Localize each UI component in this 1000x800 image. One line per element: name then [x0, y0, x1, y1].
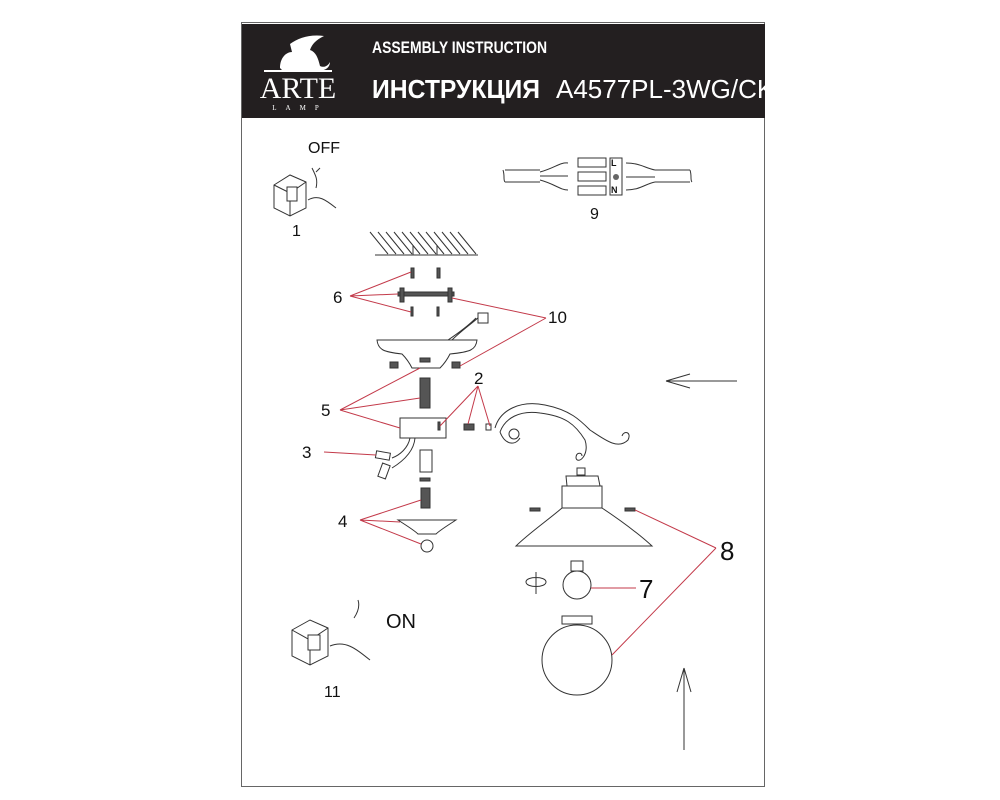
title-russian: ИНСТРУКЦИЯ — [372, 74, 541, 104]
bottom-cup-icon — [396, 519, 458, 553]
switch-off-icon — [273, 167, 337, 217]
on-label: ON — [386, 611, 416, 633]
logo-sub-text: LAMP — [272, 104, 328, 112]
terminal-block-icon: L N — [502, 157, 693, 196]
step-4-label: 4 — [338, 512, 347, 531]
step-6-label: 6 — [333, 288, 342, 307]
step-9-label: 9 — [590, 206, 599, 223]
model-number: A4577PL-3WG/CK — [556, 74, 775, 104]
winged-lion-icon — [264, 35, 332, 72]
step-2-label: 2 — [474, 369, 483, 388]
step-8-label: 8 — [720, 536, 734, 566]
mounting-bracket-icon — [397, 267, 455, 317]
lamp-shade-icon — [514, 475, 654, 547]
step-3-label: 3 — [302, 443, 311, 462]
step-1-label: 1 — [292, 223, 301, 240]
header-bar: ARTE LAMP ASSEMBLY INSTRUCTION ИНСТРУКЦИ… — [242, 24, 774, 118]
ceiling-icon — [369, 231, 478, 256]
light-bulb-icon — [562, 560, 592, 600]
terminal-l-letter: L — [611, 158, 617, 168]
instruction-page — [241, 22, 765, 787]
arte-lamp-logo: ARTE LAMP — [258, 32, 338, 112]
logo-brand-text: ARTE — [259, 72, 337, 105]
lamp-arm-icon — [494, 403, 630, 476]
title-english: ASSEMBLY INSTRUCTION — [372, 38, 548, 57]
terminal-n-letter: N — [611, 185, 618, 195]
off-label: OFF — [308, 140, 340, 157]
leader-lines — [323, 271, 717, 656]
arrow-left-icon — [665, 373, 737, 389]
junction-box-icon — [374, 377, 492, 509]
step-10-label: 10 — [548, 308, 567, 327]
step-5-label: 5 — [321, 401, 330, 420]
switch-on-icon — [291, 599, 371, 666]
rotate-icon — [525, 572, 547, 594]
canopy-icon — [376, 312, 489, 369]
step-11-label: 11 — [324, 684, 341, 701]
step-7-label: 7 — [639, 574, 653, 604]
arrow-up-icon — [676, 667, 692, 750]
glass-globe-icon — [541, 615, 613, 696]
